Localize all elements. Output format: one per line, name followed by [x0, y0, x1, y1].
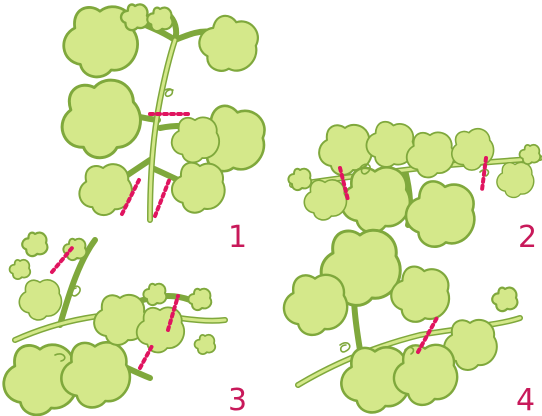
cut-mark — [155, 178, 170, 216]
panel-label-4: 4 — [516, 383, 535, 416]
plant-illustration-3 — [4, 233, 225, 415]
panel-label-3: 3 — [228, 383, 247, 416]
cut-mark — [140, 346, 152, 368]
plant-illustration-2 — [288, 119, 540, 253]
panel-1: 1 — [55, 4, 272, 255]
panel-label-1: 1 — [228, 220, 247, 255]
panel-3: 3 — [4, 233, 247, 416]
panel-label-2: 2 — [518, 220, 537, 255]
panel-2: 2 — [288, 119, 540, 255]
plant-illustration-4 — [284, 230, 520, 412]
panel-4: 4 — [284, 230, 535, 416]
